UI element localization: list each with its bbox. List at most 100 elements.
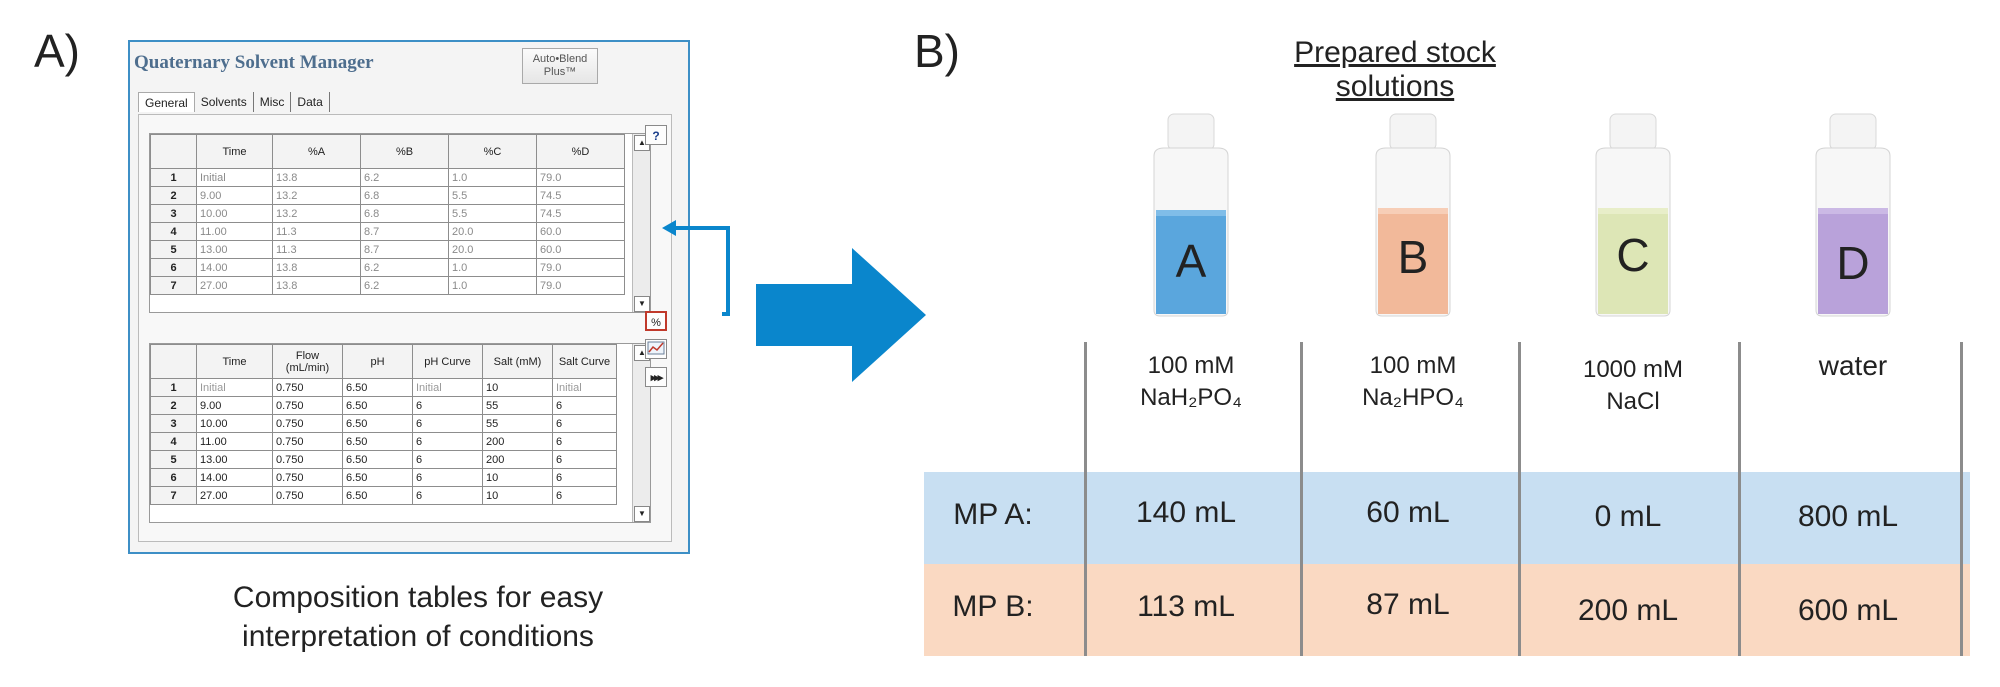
table-cell[interactable]: 6 [412, 396, 483, 415]
table-cell[interactable]: 6.50 [342, 396, 413, 415]
table-cell[interactable]: 9.00 [196, 186, 273, 205]
table-cell[interactable]: 5.5 [448, 186, 537, 205]
table-cell[interactable]: 6.2 [360, 276, 449, 295]
table-cell[interactable]: 10.00 [196, 204, 273, 223]
table-cell[interactable]: 6 [412, 432, 483, 451]
table-cell[interactable]: 13.00 [196, 240, 273, 259]
table-cell[interactable]: 55 [482, 414, 553, 433]
table-cell[interactable]: 6 [552, 396, 617, 415]
table-cell[interactable]: 6 [552, 468, 617, 487]
table-cell[interactable]: 6 [412, 450, 483, 469]
table-cell[interactable]: 5.5 [448, 204, 537, 223]
table-cell[interactable]: 6 [552, 432, 617, 451]
table-cell[interactable]: 1.0 [448, 258, 537, 277]
table-cell[interactable]: 13.2 [272, 204, 361, 223]
table-cell[interactable]: 6.2 [360, 168, 449, 187]
table-cell[interactable]: 1.0 [448, 276, 537, 295]
table-cell[interactable]: 6 [412, 486, 483, 505]
table-cell[interactable]: 6.50 [342, 450, 413, 469]
table-cell[interactable]: 79.0 [536, 168, 625, 187]
table-cell[interactable]: 6 [412, 414, 483, 433]
table-cell[interactable]: 11.00 [196, 432, 273, 451]
table-cell[interactable]: 55 [482, 396, 553, 415]
table-cell[interactable]: 6.8 [360, 204, 449, 223]
table-cell[interactable]: 0.750 [272, 450, 343, 469]
tab-misc[interactable]: Misc [254, 92, 292, 112]
autoblend-button[interactable]: Auto•Blend Plus™ [522, 48, 598, 84]
table-cell[interactable]: 74.5 [536, 186, 625, 205]
chart-button[interactable] [645, 339, 667, 359]
table-cell[interactable]: Initial [552, 378, 617, 397]
table-cell[interactable]: 27.00 [196, 276, 273, 295]
table-cell[interactable]: 0.750 [272, 432, 343, 451]
table-cell[interactable]: 14.00 [196, 468, 273, 487]
table-cell[interactable]: Initial [196, 168, 273, 187]
composition-scrollbar[interactable]: ▲ ▼ [632, 134, 650, 312]
table-cell[interactable]: 6 [412, 468, 483, 487]
table-cell[interactable]: 13.8 [272, 258, 361, 277]
table-cell[interactable]: Initial [196, 378, 273, 397]
table-cell[interactable]: 0.750 [272, 486, 343, 505]
table-cell[interactable]: 60.0 [536, 240, 625, 259]
table-cell[interactable]: 74.5 [536, 204, 625, 223]
table-cell[interactable]: 0.750 [272, 396, 343, 415]
table-cell[interactable]: 11.3 [272, 222, 361, 241]
scroll-down-icon[interactable]: ▼ [634, 296, 650, 312]
table-cell[interactable]: 14.00 [196, 258, 273, 277]
table-cell[interactable]: 0.750 [272, 378, 343, 397]
table-cell[interactable]: 13.00 [196, 450, 273, 469]
table-cell[interactable]: 0.750 [272, 414, 343, 433]
table-cell[interactable]: 79.0 [536, 258, 625, 277]
table-cell[interactable]: 13.2 [272, 186, 361, 205]
table-cell[interactable]: 6 [552, 450, 617, 469]
tab-general[interactable]: General [138, 92, 195, 112]
table-cell[interactable]: 10 [482, 378, 553, 397]
table-cell[interactable]: 6.50 [342, 486, 413, 505]
table-cell[interactable]: 200 [482, 450, 553, 469]
table-cell[interactable]: 200 [482, 432, 553, 451]
table-cell[interactable]: 0.750 [272, 468, 343, 487]
table-cell[interactable]: 6.2 [360, 258, 449, 277]
table-cell[interactable]: 13.8 [272, 168, 361, 187]
table-cell[interactable]: 8.7 [360, 222, 449, 241]
fast-forward-button[interactable]: ▸▸▸ [645, 367, 667, 387]
table-cell[interactable]: 6.50 [342, 468, 413, 487]
table-cell[interactable]: 8.7 [360, 240, 449, 259]
table-cell[interactable]: 9.00 [196, 396, 273, 415]
table-cell[interactable]: 6.50 [342, 432, 413, 451]
table-cell[interactable]: 11.00 [196, 222, 273, 241]
table-cell[interactable]: 6.50 [342, 414, 413, 433]
table-cell[interactable]: 79.0 [536, 276, 625, 295]
tab-data[interactable]: Data [291, 92, 330, 112]
table-cell[interactable]: 10 [482, 486, 553, 505]
table-cell[interactable]: 6.8 [360, 186, 449, 205]
flow-ph-salt-table[interactable]: Time Flow (mL/min) pH pH Curve Salt (mM)… [149, 343, 651, 523]
table-cell[interactable]: 6 [552, 414, 617, 433]
table-cell[interactable]: 6 [552, 486, 617, 505]
table-cell[interactable]: 27.00 [196, 486, 273, 505]
table-cell[interactable]: 11.3 [272, 240, 361, 259]
table-cell[interactable]: 6.50 [342, 378, 413, 397]
flow-scrollbar[interactable]: ▲ ▼ [632, 344, 650, 522]
table-cell[interactable]: 10 [482, 468, 553, 487]
table-cell[interactable]: 20.0 [448, 240, 537, 259]
help-button[interactable]: ? [645, 125, 667, 145]
scroll-down-icon[interactable]: ▼ [634, 506, 650, 522]
table-cell[interactable]: 60.0 [536, 222, 625, 241]
table-cell[interactable]: 1.0 [448, 168, 537, 187]
